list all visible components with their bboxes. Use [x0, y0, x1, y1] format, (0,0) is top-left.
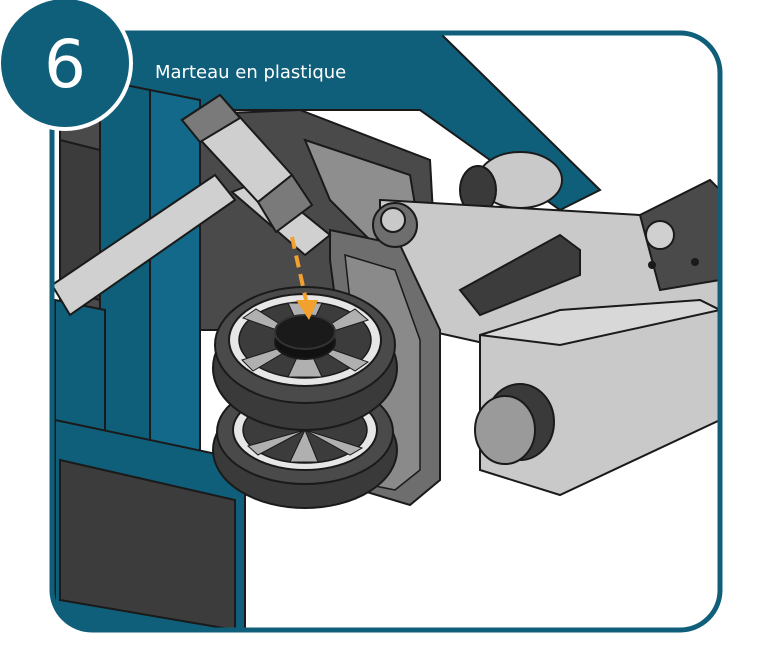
- wheel-cap-icon: [274, 314, 336, 360]
- side-bracket: [638, 178, 720, 292]
- step-badge: [0, 0, 133, 131]
- frame-post-2: [149, 88, 201, 472]
- dashed-arrow-down-icon: [290, 236, 318, 320]
- frame-dark-panel: [59, 458, 236, 630]
- scene: [52, 33, 720, 630]
- bolt-dot-2: [691, 258, 699, 266]
- plastic-hammer-icon: [180, 93, 332, 257]
- bolt-dot: [648, 261, 656, 269]
- step-frame: [49, 30, 723, 633]
- pivot-pin: [380, 207, 406, 233]
- step-caption: Marteau en plastique: [155, 62, 347, 83]
- handle-bar: [52, 173, 237, 317]
- wing-nut-icon: [645, 220, 675, 250]
- step-number: 6: [44, 26, 86, 103]
- plate-slot: [458, 233, 581, 317]
- front-knob: [474, 395, 536, 465]
- housing-top: [479, 298, 720, 347]
